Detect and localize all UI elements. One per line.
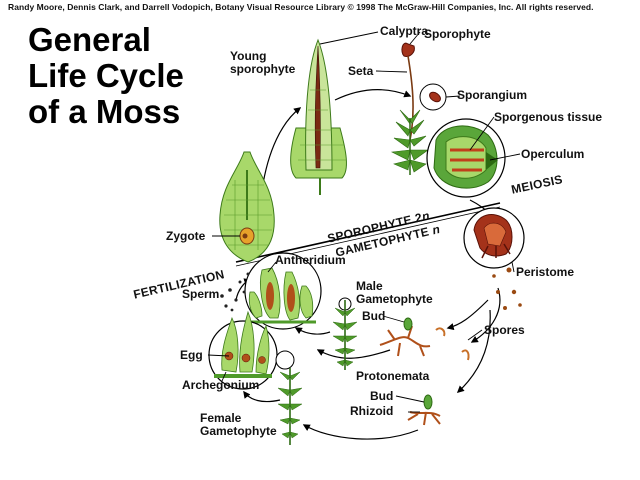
sporangium-inset <box>419 83 447 111</box>
label-male-gametophyte-2: Gametophyte <box>356 292 433 306</box>
arrow-spores-to-protonema-lower <box>456 309 491 393</box>
arrow-male-to-antheridium <box>294 327 331 335</box>
arrow-protonema-to-male <box>316 349 391 359</box>
label-seta: Seta <box>348 64 374 78</box>
antheridium-inset <box>244 252 322 330</box>
label-spores: Spores <box>484 323 525 337</box>
label-sporophyte: Sporophyte <box>424 27 491 41</box>
label-young-sporophyte-1: Young <box>230 49 267 63</box>
label-sporangium: Sporangium <box>457 88 528 102</box>
peristome-inset <box>463 207 525 269</box>
capsule-section-inset <box>426 118 506 198</box>
label-antheridium: Antheridium <box>275 253 346 267</box>
young-sporophyte-drawing <box>290 38 347 195</box>
label-bud-lower: Bud <box>370 389 394 403</box>
label-zygote: Zygote <box>166 229 206 243</box>
leader-lines <box>207 31 521 413</box>
zygote-archegonium-drawing <box>219 151 275 263</box>
copyright-credit: Randy Moore, Dennis Clark, and Darrell V… <box>8 2 594 12</box>
protonema-upper-drawing <box>379 317 446 357</box>
spores-dots <box>492 267 522 310</box>
label-male-gametophyte-1: Male <box>356 279 383 293</box>
protonema-lower-drawing <box>407 349 470 426</box>
label-operculum: Operculum <box>521 147 585 161</box>
label-female-gametophyte-1: Female <box>200 411 242 425</box>
arrow-peristome-to-spores <box>470 287 501 343</box>
title-line-3: of a Moss <box>28 93 181 130</box>
title-line-2: Life Cycle <box>28 57 184 94</box>
label-young-sporophyte-2: sporophyte <box>230 62 296 76</box>
label-female-gametophyte-2: Gametophyte <box>200 424 277 438</box>
arrow-young-to-mature-sporophyte <box>334 89 412 101</box>
arrow-zygote-to-young-sporophyte <box>261 107 302 191</box>
title-line-1: General <box>28 21 151 58</box>
arrow-spores-to-protonema-upper <box>446 299 489 331</box>
diagram-title: General Life Cycle of a Moss <box>28 22 184 130</box>
label-egg: Egg <box>180 348 203 362</box>
label-bud-upper: Bud <box>362 309 386 323</box>
label-sporogenous-tissue: Sporgenous tissue <box>494 110 603 124</box>
label-sperm: Sperm <box>182 287 220 301</box>
label-protonemata: Protonemata <box>356 369 430 383</box>
phase-divider-line <box>235 202 501 263</box>
cycle-arrows <box>235 89 503 440</box>
label-peristome: Peristome <box>516 265 575 279</box>
female-gametophyte-drawing <box>275 350 303 445</box>
arrow-protonema-to-female <box>302 424 419 440</box>
male-gametophyte-drawing <box>332 297 358 370</box>
sperm-dots <box>220 272 250 312</box>
mature-sporophyte-drawing <box>390 42 429 175</box>
label-archegonium: Archegonium <box>182 378 260 392</box>
sporophyte-leaves <box>390 109 429 173</box>
arrow-female-to-archegonium <box>243 390 281 403</box>
label-rhizoid: Rhizoid <box>350 404 394 418</box>
label-calyptra: Calyptra <box>380 24 429 38</box>
